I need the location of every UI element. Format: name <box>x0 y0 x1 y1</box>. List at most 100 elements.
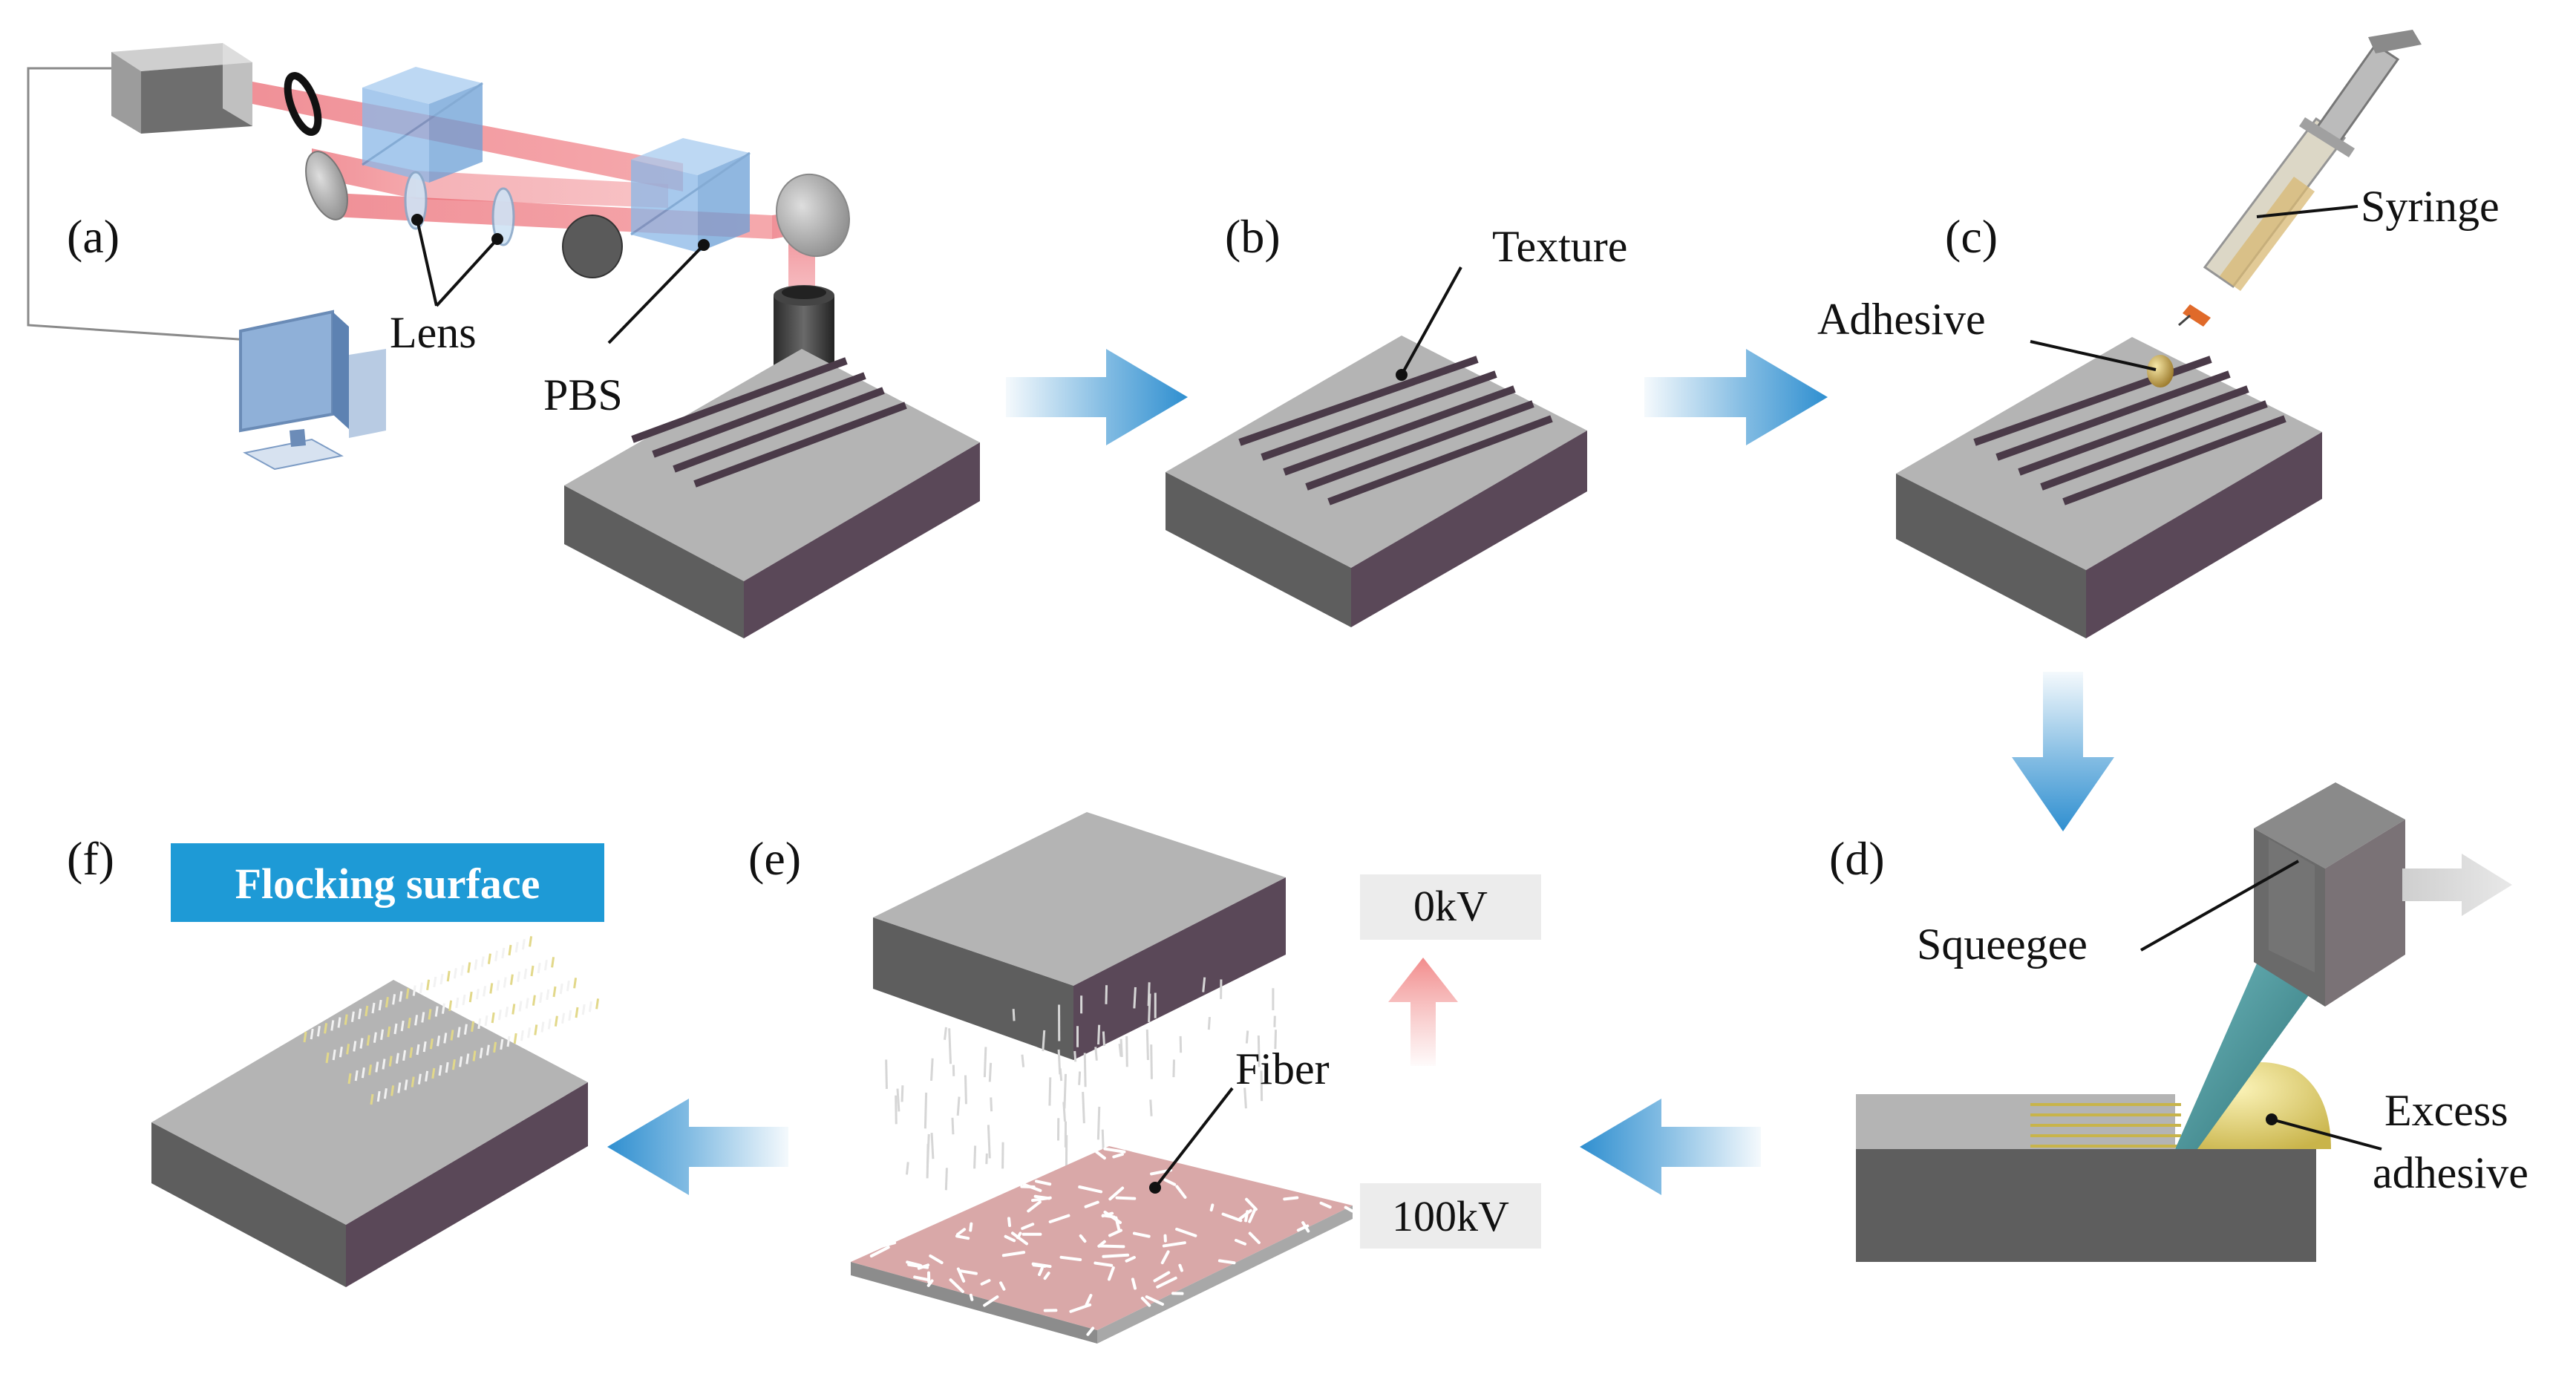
fiber-strand <box>1004 1234 1016 1243</box>
fiber-strand <box>983 1047 987 1078</box>
flock-fiber <box>344 1014 348 1025</box>
fiber-strand <box>1032 1263 1047 1268</box>
flock-fiber <box>581 1004 586 1015</box>
flock-fiber <box>554 1015 558 1027</box>
fiber-strand <box>895 1095 898 1125</box>
flock-fiber <box>337 1017 341 1028</box>
panel-label-f: (f) <box>67 832 114 885</box>
process-arrow-left <box>607 1099 788 1195</box>
flock-fiber <box>459 1056 463 1067</box>
flock-fiber <box>376 1090 381 1102</box>
flock-fiber <box>358 1008 362 1020</box>
flock-fiber <box>392 994 396 1005</box>
computer-icon <box>239 310 386 471</box>
flock-fiber <box>487 953 491 964</box>
flock-fiber <box>441 1003 445 1014</box>
texture-label: Texture <box>1492 222 1627 271</box>
fiber-strand <box>1260 1070 1264 1102</box>
fiber-strand <box>1238 1208 1252 1220</box>
fiber-strand <box>956 1228 967 1236</box>
flock-fiber <box>399 991 403 1002</box>
flock-fiber <box>455 997 460 1009</box>
fiber-strand <box>1178 1263 1183 1272</box>
fiber-strand <box>955 1234 970 1240</box>
flock-fiber <box>568 1010 572 1021</box>
fiber-strand <box>949 1278 964 1293</box>
flock-fiber <box>414 1015 419 1026</box>
fiber-strand <box>1132 1231 1151 1238</box>
fiber-strand <box>944 1027 947 1040</box>
flock-fiber <box>409 1047 413 1059</box>
fiber-strand <box>1301 1221 1310 1233</box>
flock-fiber <box>552 986 557 998</box>
panel-label-e: (e) <box>748 832 801 885</box>
filled-grooves <box>2030 1103 2181 1148</box>
fiber-strand <box>1131 1278 1137 1290</box>
fiber-strand <box>930 1132 935 1159</box>
voltage-top: 0kV <box>1413 882 1488 930</box>
flock-fiber <box>532 995 536 1006</box>
fiber-leader-line <box>1149 1087 1234 1194</box>
flock-fiber <box>405 988 410 999</box>
flock-fiber <box>429 1038 434 1050</box>
flock-fiber <box>472 1050 477 1061</box>
flock-fiber <box>425 1070 429 1082</box>
fiber-strand <box>1319 1201 1332 1209</box>
syringe-label: Syringe <box>2361 182 2500 231</box>
flock-fiber <box>434 1006 439 1017</box>
pbs-leader-line <box>607 239 710 344</box>
flock-fiber <box>370 1093 374 1105</box>
panel-c: (c) Syringe Adhesive <box>1817 30 2500 638</box>
flock-fiber <box>491 1012 495 1024</box>
flock-fiber <box>416 1044 420 1056</box>
flock-fiber <box>477 1018 482 1030</box>
flock-fiber <box>518 1001 523 1012</box>
flock-fiber <box>375 1061 379 1073</box>
fiber-strand <box>964 1075 967 1105</box>
flock-fiber <box>433 976 437 988</box>
fiber-strand <box>1105 985 1108 1004</box>
fiber-strand <box>930 1058 934 1082</box>
flock-fiber <box>417 1073 422 1085</box>
flock-fiber <box>471 1021 475 1033</box>
fiber-strand <box>951 1117 955 1135</box>
flock-fiber <box>511 1004 516 1015</box>
flock-fiber <box>428 1009 432 1020</box>
fiber-strand <box>1133 987 1137 1009</box>
texture-leader-line <box>1396 266 1462 381</box>
fiber-strand <box>987 1125 991 1159</box>
flock-fiber <box>493 1041 497 1053</box>
fiber-strand <box>999 1281 1006 1291</box>
pbs-label: PBS <box>543 370 623 419</box>
flying-fibers <box>885 977 1278 1191</box>
flock-fiber <box>445 1061 449 1073</box>
syringe-icon <box>2178 30 2422 327</box>
fiber-strand <box>1107 1266 1115 1281</box>
flock-fiber <box>537 962 541 974</box>
fiber-strand <box>900 1085 904 1102</box>
fiber-strand <box>869 1241 897 1251</box>
fiber-strand <box>1073 1050 1077 1062</box>
fiber-strand <box>1079 1234 1087 1243</box>
fiber-strand <box>1095 1150 1106 1160</box>
fiber-strand <box>1103 1147 1126 1154</box>
fiber-strand <box>923 1092 928 1129</box>
textured-block <box>1896 337 2322 638</box>
fiber-strand <box>1078 1071 1082 1085</box>
flocked-block <box>151 980 588 1287</box>
lens-label: Lens <box>390 308 477 357</box>
flock-fiber <box>397 1082 402 1093</box>
flock-fiber <box>551 957 555 968</box>
flock-fiber <box>483 986 487 997</box>
flock-fiber <box>303 1031 307 1043</box>
flock-fiber <box>347 1073 352 1085</box>
process-arrow-right <box>1006 349 1188 445</box>
fiber-strand <box>1153 1271 1171 1283</box>
flock-fiber <box>575 1007 579 1018</box>
flock-fiber <box>361 1067 365 1079</box>
adhesive-label: Adhesive <box>1817 295 1986 344</box>
fiber-strand <box>1021 1054 1025 1067</box>
fiber-strand <box>913 1275 930 1282</box>
fiber-strand <box>1007 1217 1012 1228</box>
panel-f: Flocking surface (f) <box>67 832 604 1287</box>
